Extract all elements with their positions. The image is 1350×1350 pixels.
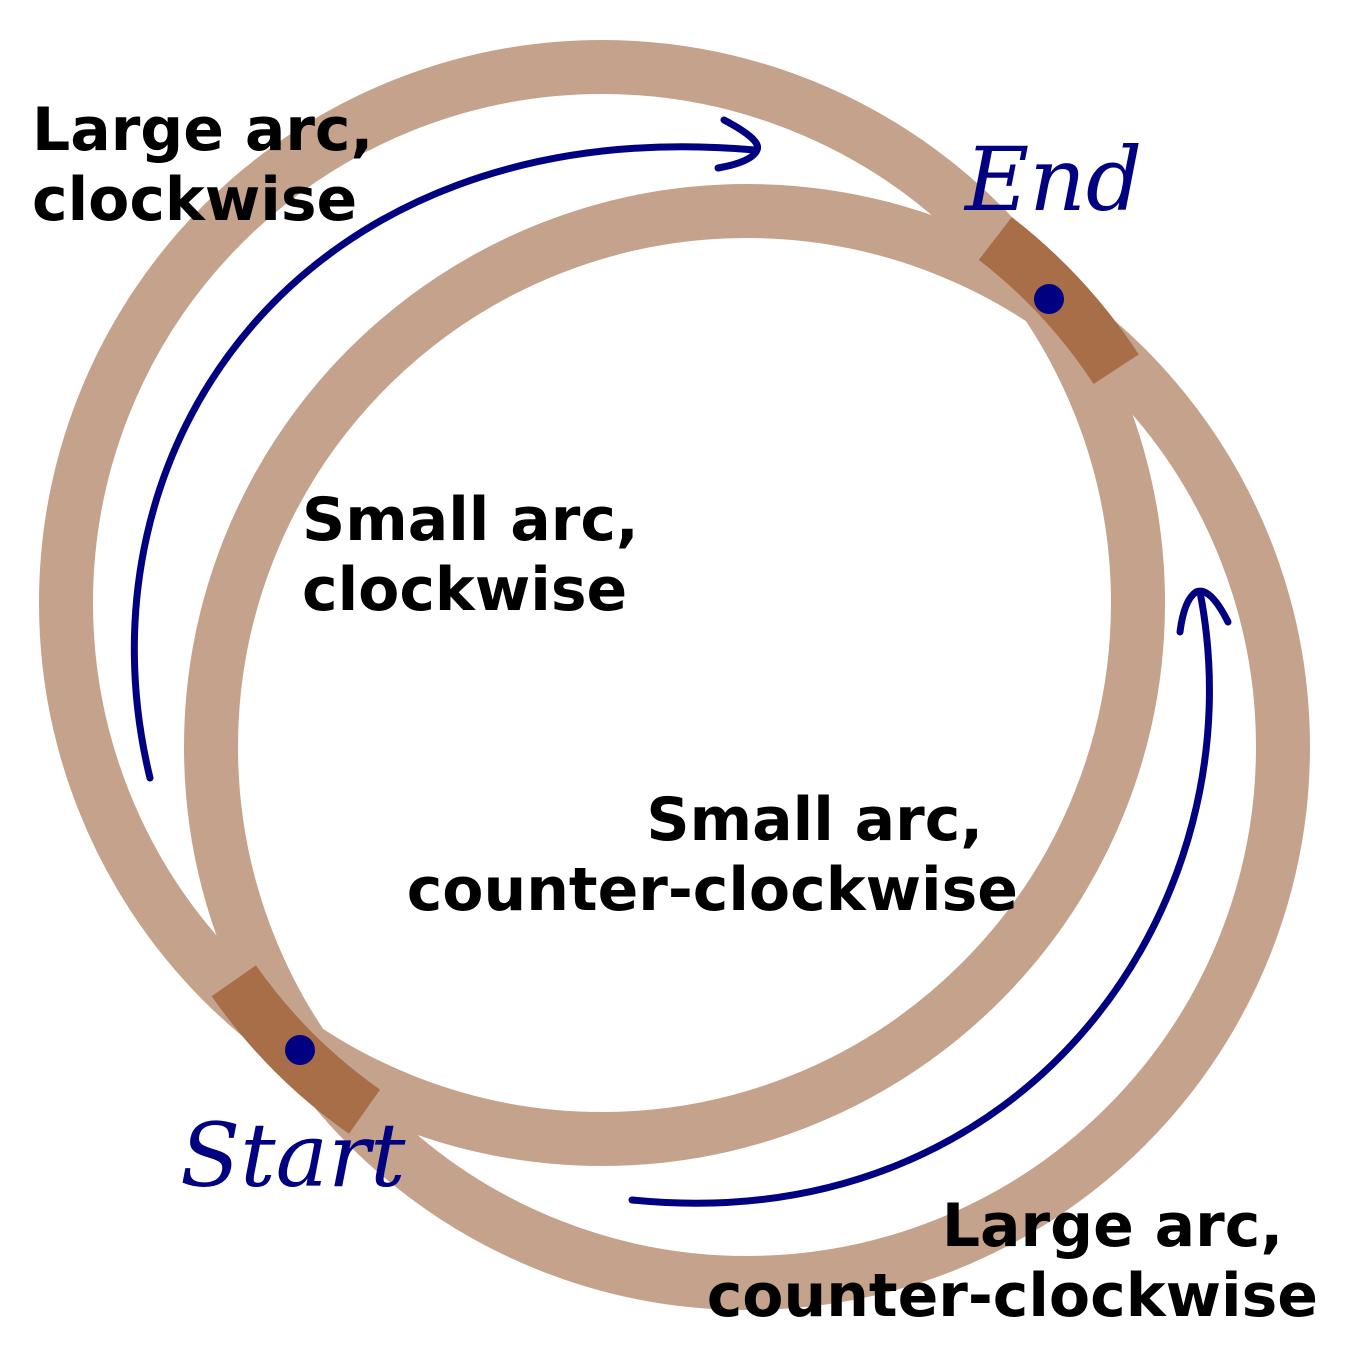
large-arc-clockwise-label-line2: clockwise — [32, 165, 357, 235]
large-arc-counter-clockwise-label-line1: Large arc, — [942, 1191, 1283, 1261]
large-arc-counter-clockwise-label: Large arc, counter-clockwise — [707, 1191, 1318, 1331]
large-arc-clockwise-label: Large arc, clockwise — [32, 95, 394, 235]
large-arc-clockwise-arrowhead — [714, 116, 761, 172]
end-point-dot — [1034, 284, 1064, 314]
start-label: Start — [180, 1104, 406, 1207]
small-arc-counter-clockwise-label: Small arc, counter-clockwise — [407, 785, 1018, 925]
large-arc-clockwise-arrow — [130, 143, 759, 782]
end-label: End — [963, 128, 1142, 231]
small-arc-clockwise-label-line1: Small arc, — [302, 485, 639, 555]
small-arc-counter-clockwise-label-line1: Small arc, — [646, 785, 983, 855]
large-arc-clockwise-label-line1: Large arc, — [32, 95, 373, 165]
large-arc-counter-clockwise-arrowhead — [1176, 587, 1232, 636]
upper-left-ring — [39, 40, 1165, 1166]
large-arc-counter-clockwise-label-line2: counter-clockwise — [707, 1261, 1318, 1331]
small-arc-counter-clockwise-label-line2: counter-clockwise — [407, 855, 1018, 925]
small-arc-clockwise-label-line2: clockwise — [302, 555, 627, 625]
lower-right-ring — [184, 184, 1310, 1310]
start-point-dot — [285, 1035, 315, 1065]
small-arc-clockwise-label: Small arc, clockwise — [302, 485, 660, 625]
large-arc-counter-clockwise-arrow — [628, 588, 1213, 1207]
